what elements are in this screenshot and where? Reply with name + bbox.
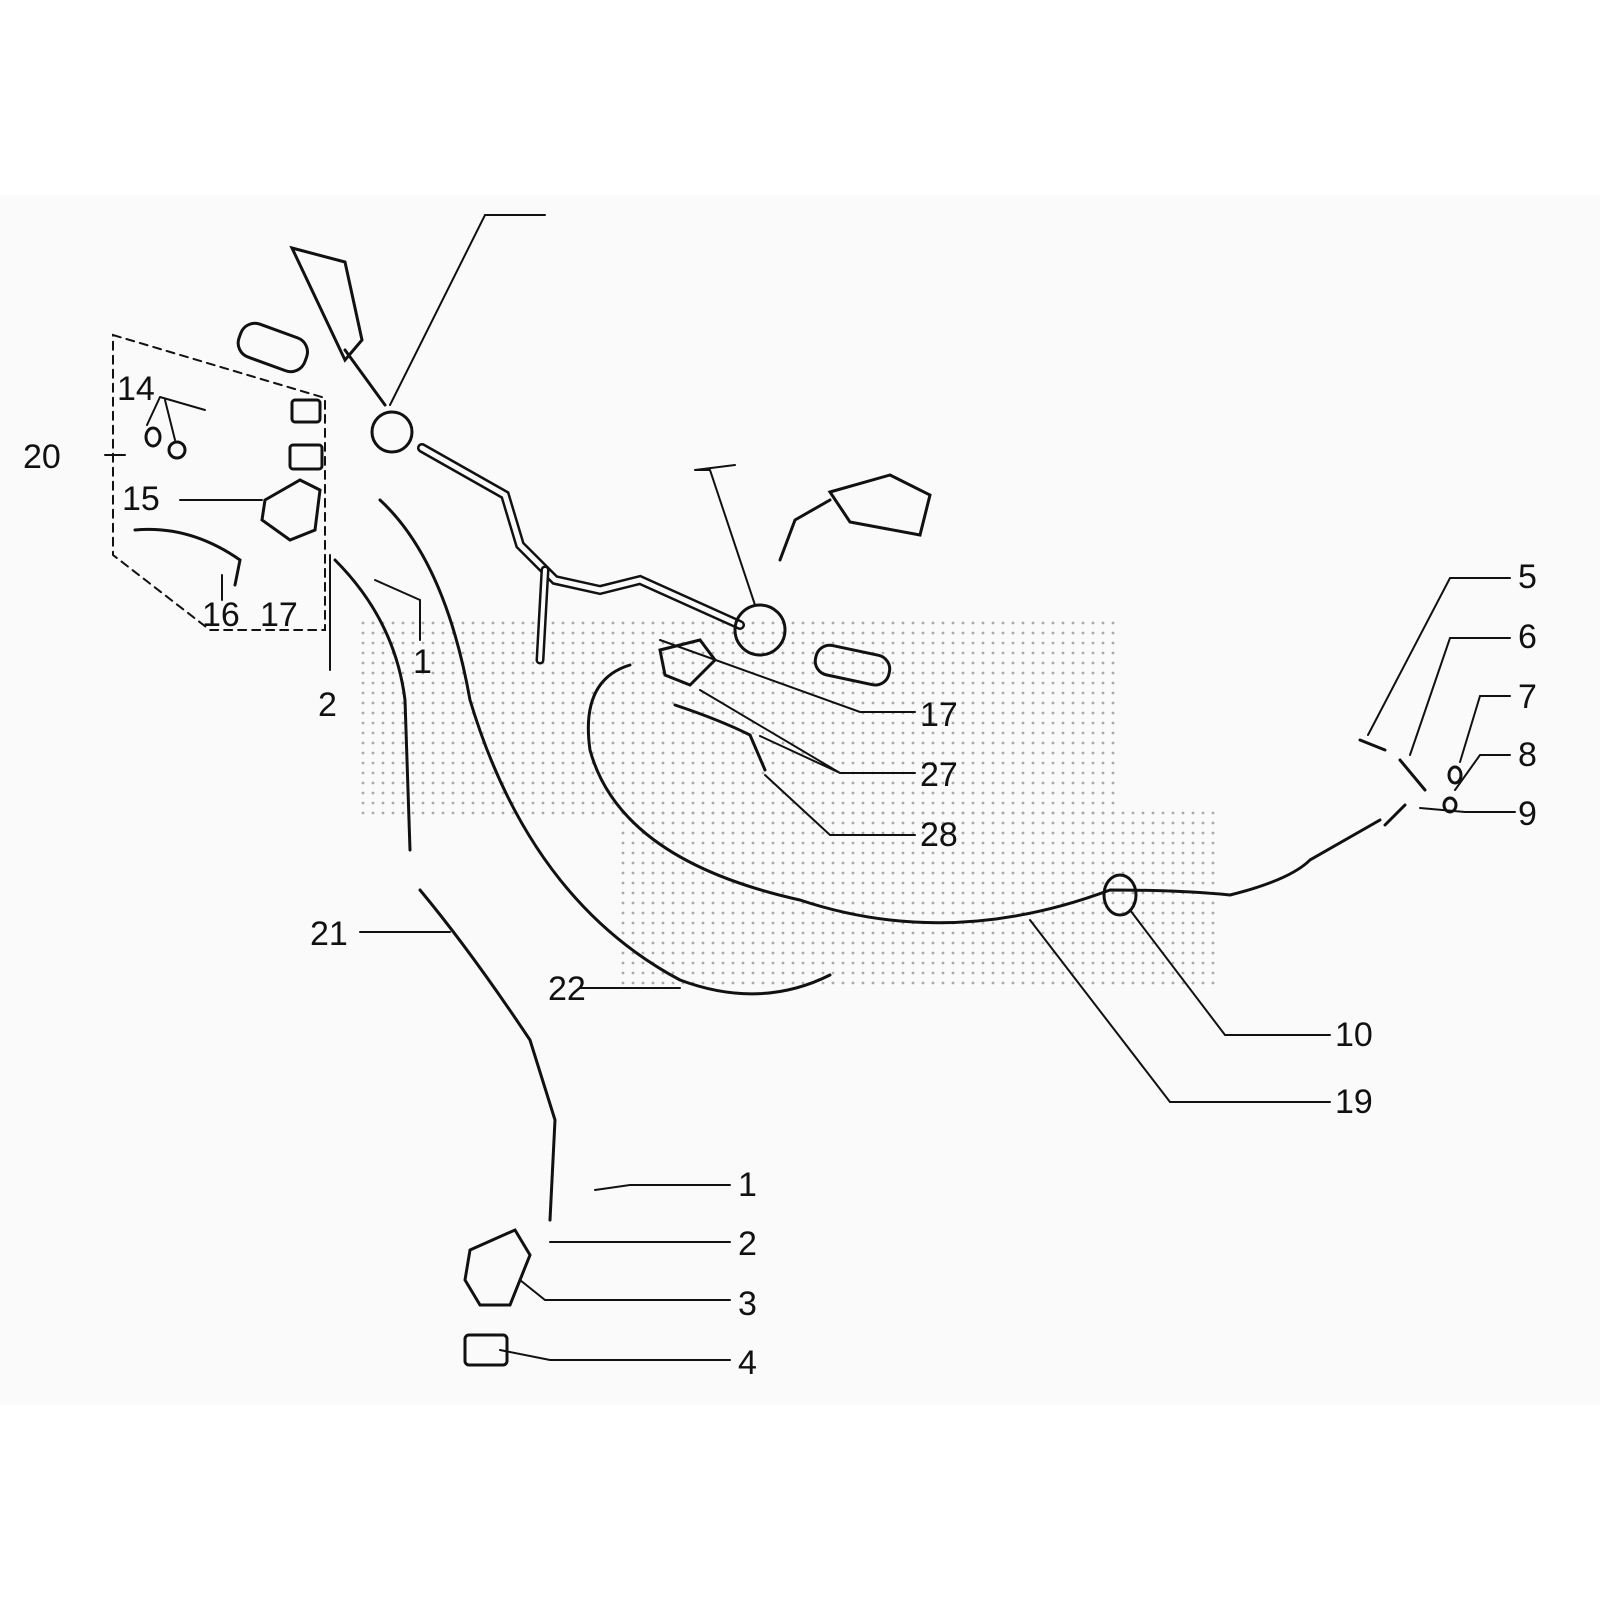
callout-6: 6 (1518, 618, 1537, 656)
callout-8: 8 (1518, 736, 1537, 774)
mirror-left (289, 245, 387, 407)
cable-19 (586, 663, 1382, 925)
callout-20: 20 (23, 438, 61, 476)
callout-9: 9 (1518, 795, 1537, 833)
callout-1-bottom: 1 (738, 1166, 757, 1204)
callout-14: 14 (117, 370, 155, 408)
callout-17-right: 17 (920, 696, 958, 734)
grip-right (813, 643, 892, 687)
callout-5: 5 (1518, 558, 1537, 596)
mirror-right (778, 473, 932, 562)
callout-21: 21 (310, 915, 348, 953)
callout-17: 17 (260, 596, 298, 634)
callout-4: 4 (738, 1344, 757, 1382)
callout-2-bottom: 2 (738, 1225, 757, 1263)
callout-22: 22 (548, 970, 586, 1008)
cable-22 (378, 498, 832, 996)
callout-16: 16 (202, 596, 240, 634)
callout-19: 19 (1335, 1083, 1373, 1121)
watermark (360, 620, 1220, 990)
grip-left (236, 321, 309, 374)
group-box (112, 333, 326, 631)
callout-27: 27 (920, 756, 958, 794)
switch-left (370, 410, 414, 454)
callout-2: 2 (318, 686, 337, 724)
callout-7: 7 (1518, 678, 1537, 716)
callout-15: 15 (122, 480, 160, 518)
switch-right (733, 603, 787, 657)
callout-10: 10 (1335, 1016, 1373, 1054)
cable-21 (333, 558, 557, 1222)
callout-28: 28 (920, 816, 958, 854)
callout-1: 1 (413, 643, 432, 681)
callout-3: 3 (738, 1285, 757, 1323)
